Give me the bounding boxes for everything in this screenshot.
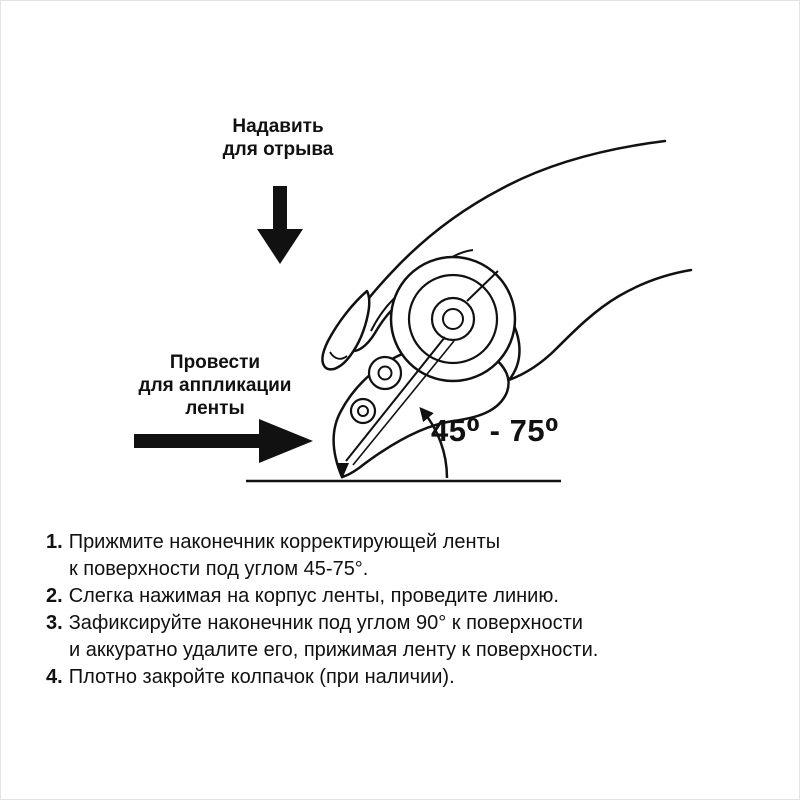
tape-feed-line xyxy=(466,270,499,302)
angle-arc-icon xyxy=(419,406,449,479)
guide-wheel-small-hole xyxy=(357,405,369,417)
hand-tool-illustration xyxy=(134,139,693,483)
instruction-number: 2. xyxy=(46,585,63,607)
instruction-text: Слегка нажимая на корпус ленты, проведит… xyxy=(68,585,559,607)
apply-arrow-icon xyxy=(134,419,313,463)
instruction-item-3: 3.Зафиксируйте наконечник под углом 90° … xyxy=(46,610,766,664)
instruction-item-2: 2.Слегка нажимая на корпус ленты, провед… xyxy=(46,583,766,610)
instruction-number: 3. xyxy=(46,612,63,634)
tape-line xyxy=(345,336,446,462)
tape-line xyxy=(352,340,455,466)
guide-wheel-large-hole xyxy=(377,365,393,381)
instruction-item-1: 1.Прижмите наконечник корректирующей лен… xyxy=(46,529,766,583)
instruction-text: Зафиксируйте наконечник под углом 90° к … xyxy=(68,612,599,661)
instruction-text: Плотно закройте колпачок (при наличии). xyxy=(68,666,455,688)
angle-label: 45⁰ - 75⁰ xyxy=(431,413,560,448)
thumb-nail xyxy=(329,351,348,360)
instruction-number: 1. xyxy=(46,531,63,553)
press-label: Надавить для отрыва xyxy=(222,116,334,160)
usage-diagram: Надавить для отрыва Провести для апплика… xyxy=(1,1,799,521)
instruction-list: 1.Прижмите наконечник корректирующей лен… xyxy=(46,529,766,691)
instruction-text: Прижмите наконечник корректирующей ленты… xyxy=(68,531,501,580)
apply-label: Провести для аппликации ленты xyxy=(138,352,292,419)
tape-roll-hub-inner xyxy=(442,308,464,330)
thumb xyxy=(321,289,371,371)
tape-tip xyxy=(336,463,349,479)
instruction-item-4: 4.Плотно закройте колпачок (при наличии)… xyxy=(46,664,766,691)
instruction-number: 4. xyxy=(46,666,63,688)
press-arrow-icon xyxy=(257,186,303,264)
